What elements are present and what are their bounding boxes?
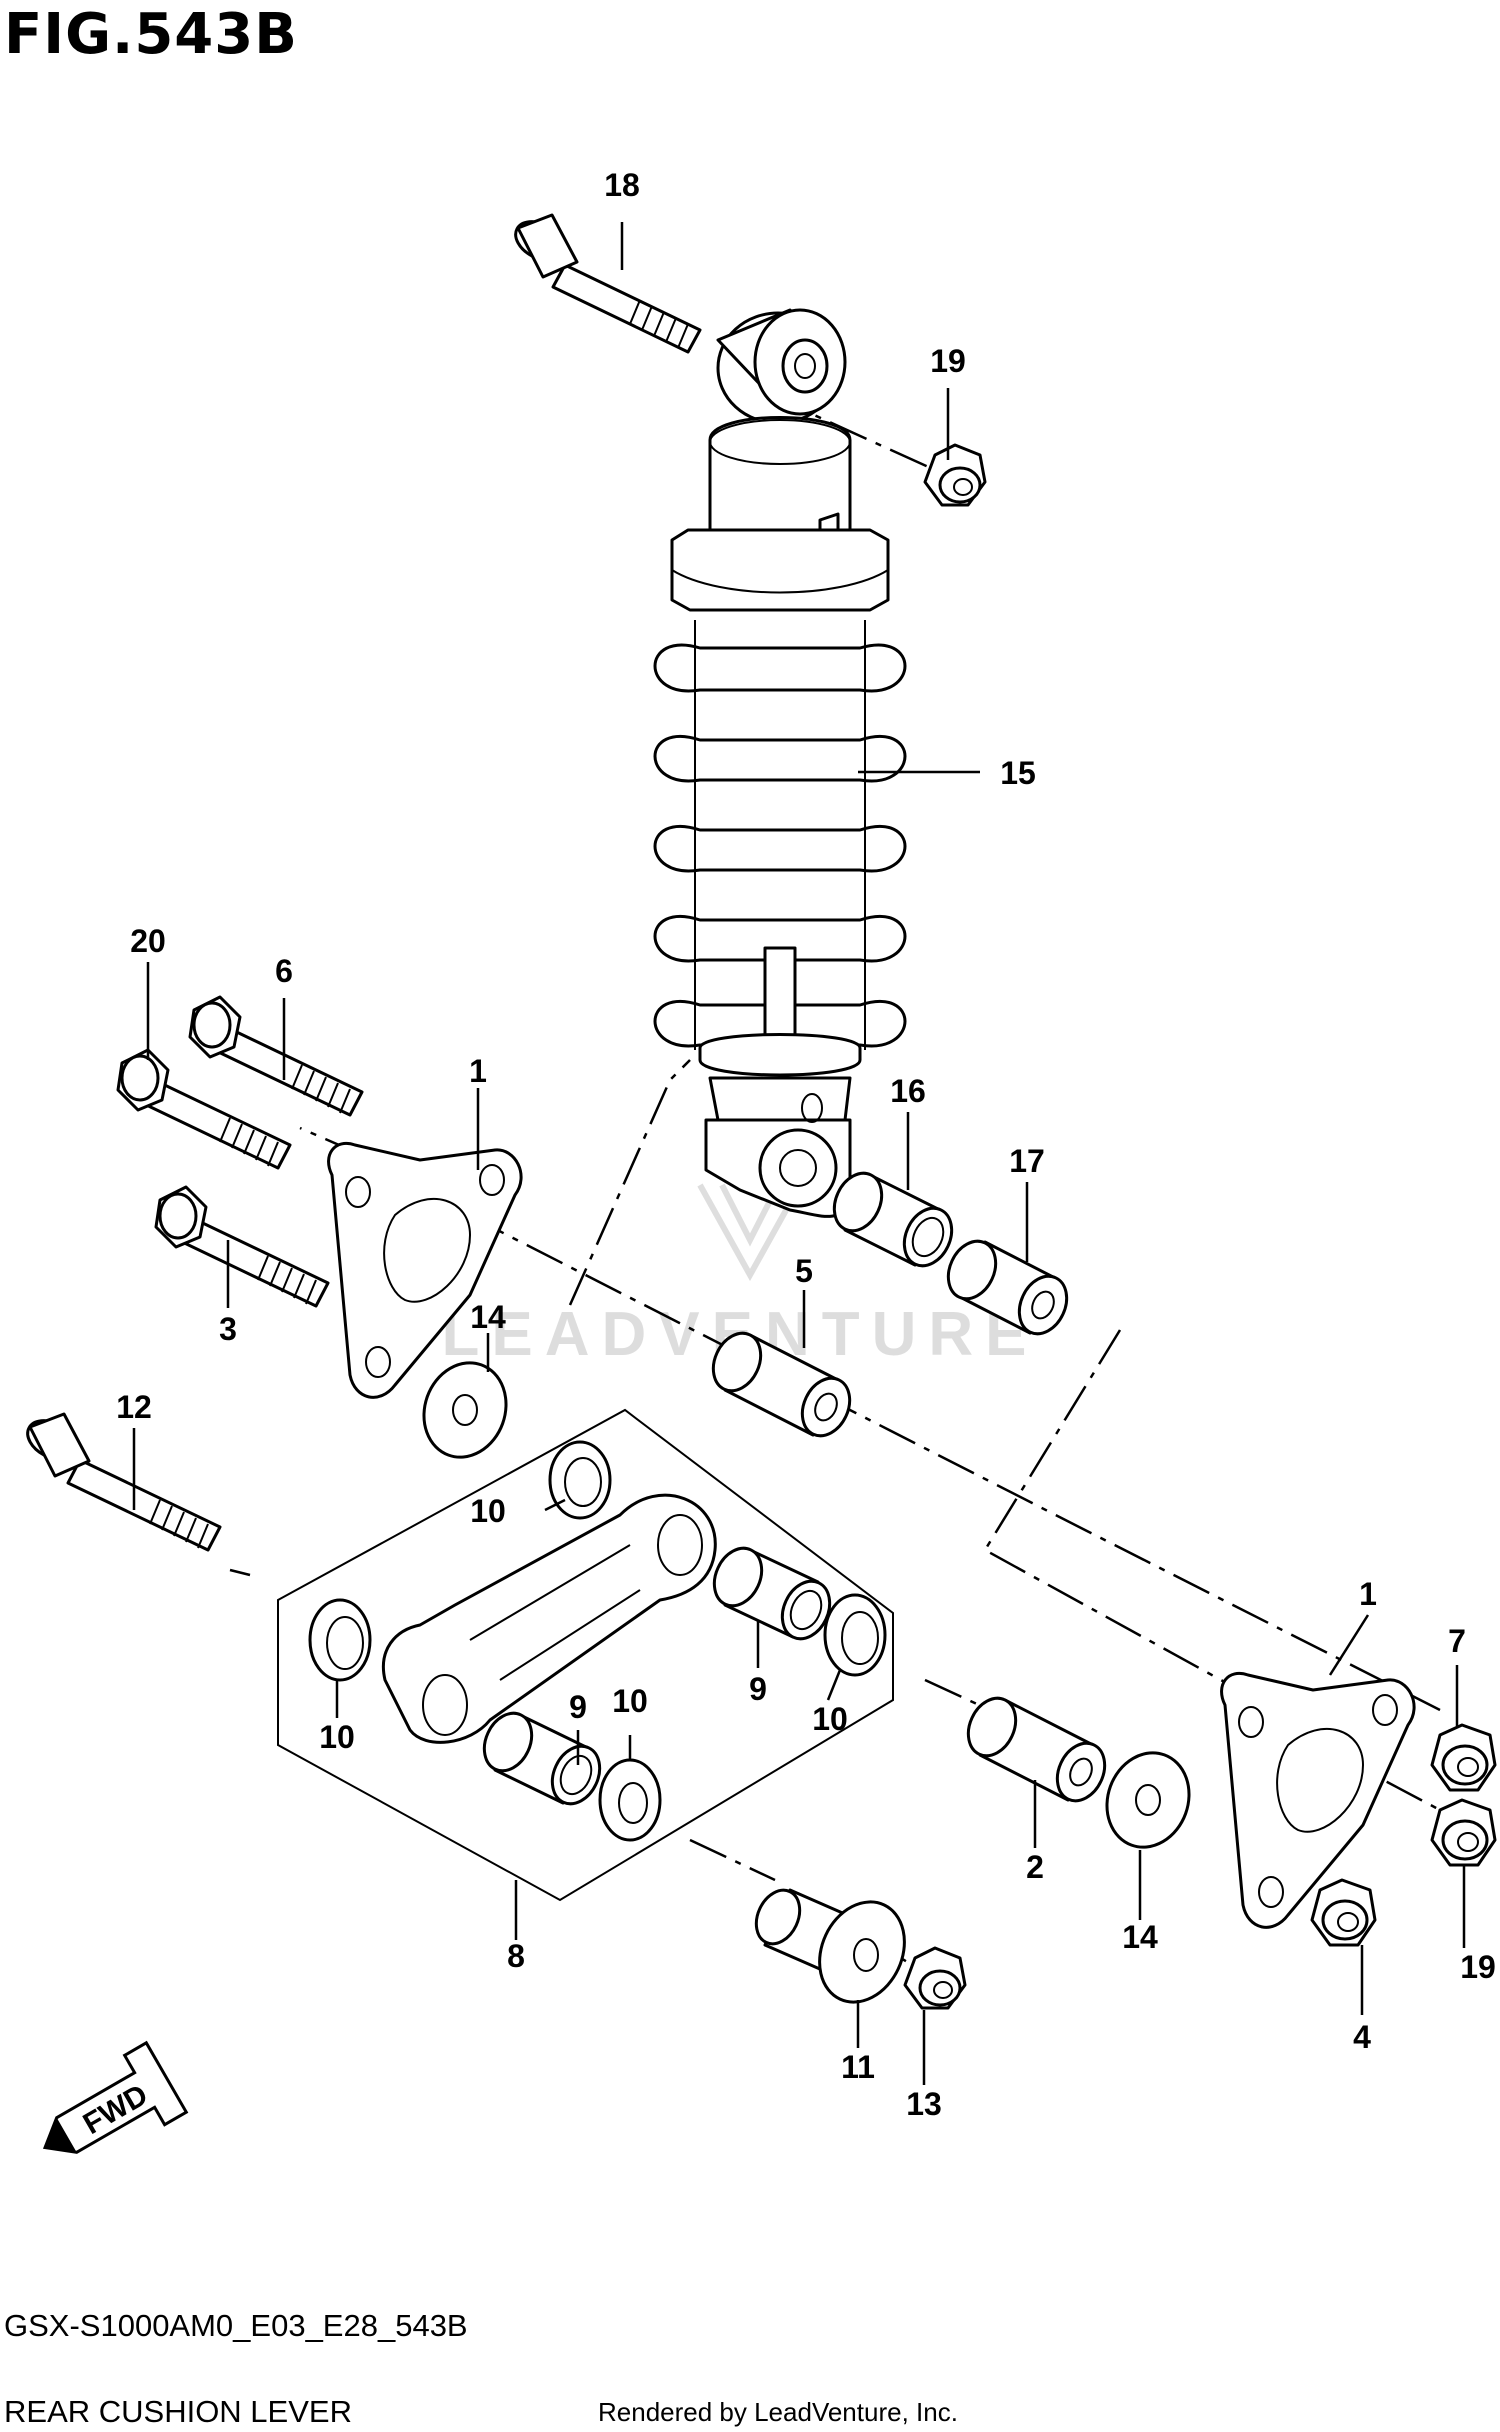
callout-10-top: 10 <box>470 1493 506 1529</box>
callout-2: 2 <box>1026 1849 1044 1885</box>
callout-18: 18 <box>604 167 640 203</box>
part-19-nut-lower <box>1430 1798 1497 1867</box>
part-19-nut-upper <box>923 443 987 507</box>
callout-8: 8 <box>507 1938 525 1974</box>
callout-12: 12 <box>116 1389 152 1425</box>
part-17-spacer <box>946 1239 1069 1336</box>
callout-3: 3 <box>219 1311 237 1347</box>
part-10-bushing-right <box>823 1593 887 1677</box>
part-16-bearing <box>832 1171 954 1268</box>
part-10-bushing-bottom <box>598 1758 662 1842</box>
part-4-nut <box>1310 1878 1377 1947</box>
callout-15: 15 <box>1000 755 1036 791</box>
callout-9-bottom: 9 <box>569 1689 587 1725</box>
part-20-bolt <box>116 1048 292 1170</box>
callout-4: 4 <box>1353 2019 1371 2055</box>
part-11-collar <box>754 1888 906 2004</box>
part-12-bolt <box>26 1412 222 1552</box>
part-13-nut <box>903 1946 967 2010</box>
part-9-bearing-bottom <box>482 1711 602 1806</box>
callout-14-right: 14 <box>1122 1919 1158 1955</box>
part-6-bolt <box>188 995 364 1117</box>
render-credit: Rendered by LeadVenture, Inc. <box>598 2397 958 2427</box>
part-5-spacer <box>711 1331 852 1438</box>
callout-13: 13 <box>906 2086 942 2122</box>
callout-9-right: 9 <box>749 1671 767 1707</box>
part-10-bushing-left <box>308 1598 372 1682</box>
callout-1-left: 1 <box>469 1053 487 1089</box>
part-10-bushing-top <box>548 1440 612 1520</box>
part-1-plate-left <box>327 1142 523 1399</box>
fwd-direction-arrow-icon: FWD <box>42 2040 189 2154</box>
callout-labels: 1 1 2 3 4 5 6 7 8 9 9 10 10 10 10 10 11 … <box>116 167 1496 2122</box>
callout-7: 7 <box>1448 1623 1466 1659</box>
callout-6: 6 <box>275 953 293 989</box>
callout-14-left: 14 <box>470 1299 506 1335</box>
part-9-bearing-right <box>712 1546 832 1641</box>
part-8-lever-link <box>382 1493 717 1744</box>
figure-title: FIG.543B <box>4 2 298 67</box>
part-14-washer-left <box>422 1361 508 1459</box>
callout-1-right: 1 <box>1359 1576 1377 1612</box>
callout-5: 5 <box>795 1253 813 1289</box>
part-15-shock-absorber <box>653 308 907 1218</box>
part-18-bolt <box>514 213 702 354</box>
part-1-plate-right <box>1220 1672 1416 1929</box>
callout-19-upper: 19 <box>930 343 966 379</box>
part-7-nut <box>1430 1723 1497 1792</box>
part-3-bolt <box>154 1185 330 1308</box>
callout-10-bottom: 10 <box>612 1683 648 1719</box>
leader-lines <box>132 222 1466 2085</box>
part-14-washer-right <box>1105 1751 1191 1849</box>
part-8-assembly-outline <box>277 1408 894 1902</box>
callout-19-lower: 19 <box>1460 1949 1496 1985</box>
callout-17: 17 <box>1009 1143 1045 1179</box>
part-2-spacer <box>966 1696 1107 1803</box>
callout-11: 11 <box>841 2049 875 2085</box>
callout-20: 20 <box>130 923 166 959</box>
diagram-name: REAR CUSHION LEVER <box>4 2394 352 2429</box>
callout-10-left: 10 <box>319 1719 355 1755</box>
callout-10-right: 10 <box>812 1701 848 1737</box>
diagram-code: GSX-S1000AM0_E03_E28_543B <box>4 2308 468 2343</box>
callout-16: 16 <box>890 1073 926 1109</box>
